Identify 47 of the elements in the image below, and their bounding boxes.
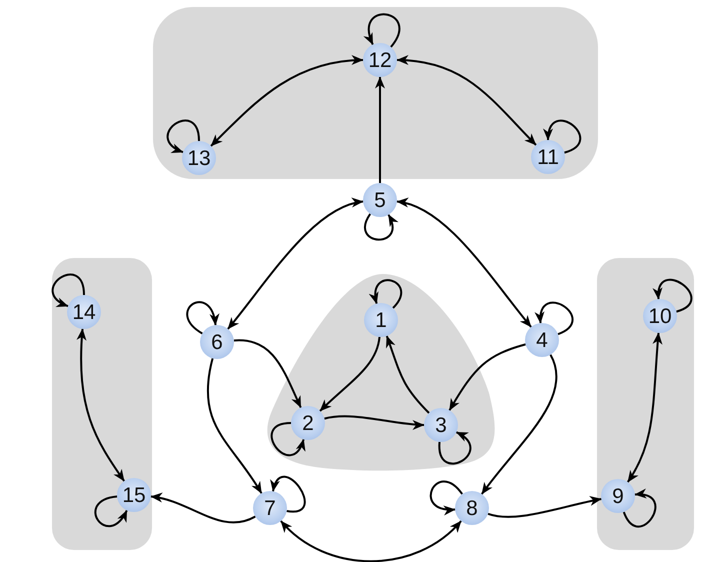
self-loop-arrow [186,301,218,334]
double-headed-arrow [280,520,462,562]
state-circle: 7 [253,491,287,525]
self-loop-arrow [622,490,656,528]
double-headed-arrow [626,332,663,483]
state-circle: 14 [67,295,101,329]
state-circle: 12 [363,43,397,77]
arrow [375,76,385,183]
self-loop-arrow [536,302,574,336]
self-loop-arrow [438,431,472,464]
arrow [319,336,380,412]
state-circle: 15 [117,478,151,512]
arrow [448,343,526,411]
self-loop-arrow [364,13,400,48]
double-headed-arrow [227,198,364,330]
self-loop-arrow [270,422,305,456]
arrow [386,336,430,414]
double-headed-arrow [76,328,126,482]
self-loop-arrow [364,213,398,241]
group-region [52,258,152,550]
double-headed-arrow [396,198,532,328]
self-loop-arrow [166,120,200,154]
self-loop-arrow [654,278,692,313]
state-circle: 8 [455,491,489,525]
self-loop-arrow [52,274,85,308]
group-region [597,258,694,550]
arrow [481,354,558,495]
state-circle: 10 [643,299,677,333]
arrow [206,358,262,494]
state-circle: 6 [200,325,234,359]
double-headed-arrow [210,56,364,147]
state-circle: 13 [182,141,216,175]
arrow [150,493,256,524]
arrow [324,415,424,430]
state-circle: 9 [601,479,635,513]
self-loop-arrow [272,476,306,512]
double-headed-arrow [396,56,537,146]
state-circle: 5 [363,183,397,217]
arrow [234,339,302,408]
self-loop-arrow [430,480,463,514]
self-loop-arrow [370,279,402,309]
state-circle: 4 [525,323,559,357]
self-loop-arrow [544,120,582,154]
arrow [488,496,602,518]
group-region [153,7,598,179]
self-loop-arrow [94,496,128,527]
state-circle: 11 [531,140,565,174]
